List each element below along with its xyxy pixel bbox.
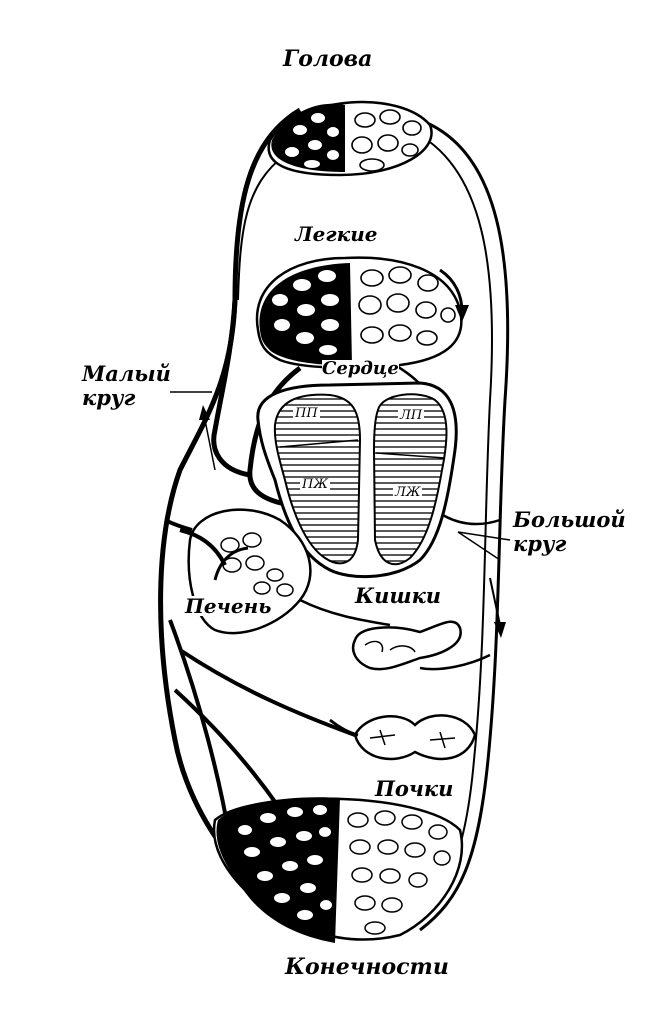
vessel-to-liver bbox=[165, 520, 192, 530]
lung-capillaries bbox=[257, 258, 461, 368]
label-liver: Печень bbox=[185, 596, 271, 616]
label-right-atrium: ПП bbox=[293, 407, 320, 420]
label-left-atrium: ЛП bbox=[398, 409, 424, 422]
kidneys bbox=[330, 715, 475, 759]
label-kidneys: Почки bbox=[375, 778, 453, 799]
label-big-circle: Большой круг bbox=[513, 508, 626, 556]
label-limbs: Конечности bbox=[285, 956, 449, 978]
label-lungs: Легкие bbox=[295, 224, 377, 244]
label-heart: Сердце bbox=[322, 360, 399, 378]
limb-capillaries bbox=[214, 797, 462, 943]
label-left-ventricle: ЛЖ bbox=[393, 486, 422, 499]
label-right-ventricle: ПЖ bbox=[300, 478, 330, 491]
label-small-circle: Малый круг bbox=[82, 362, 171, 410]
intestines bbox=[353, 622, 490, 669]
label-intestines: Кишки bbox=[355, 585, 441, 606]
label-head: Голова bbox=[283, 48, 372, 70]
